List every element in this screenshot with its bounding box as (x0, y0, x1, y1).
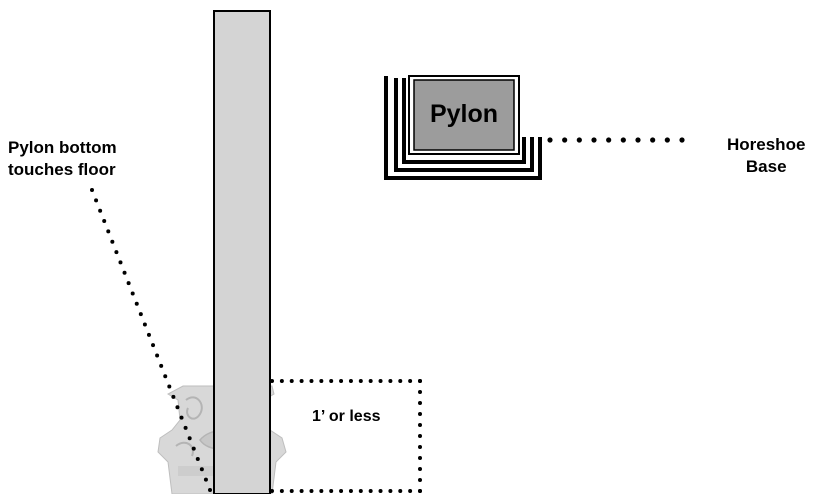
leader-dot (138, 312, 143, 317)
measure-box-dot (418, 390, 422, 394)
leader-dot (146, 332, 151, 337)
leader-dot (620, 137, 626, 143)
leader-dot (179, 415, 184, 420)
measure-box-dot (289, 379, 294, 383)
leader-dot (98, 208, 103, 213)
leader-dot (130, 291, 135, 296)
leader-dot (171, 394, 176, 399)
leader-dot (142, 322, 147, 327)
horseshoe-line2: Base (745, 157, 787, 176)
horseshoe-base-label: Horeshoe Base (727, 134, 805, 178)
horseshoe-base-icon (384, 75, 542, 180)
measure-box-dot (418, 434, 422, 438)
measure-box-dot (309, 489, 314, 493)
leader-dot (650, 137, 656, 143)
measure-box-dot (358, 379, 363, 383)
leader-dot (106, 229, 111, 234)
measure-box-dot (378, 379, 383, 383)
measure-box-dot (279, 489, 284, 493)
height-note-label: 1’ or less (312, 408, 381, 425)
measure-box-dot (319, 489, 324, 493)
measure-box-dot (319, 379, 324, 383)
measure-box-dot (299, 379, 304, 383)
leader-dot (134, 301, 139, 306)
measure-box-dot (329, 379, 334, 383)
leader-dot (191, 446, 196, 451)
measure-box-dot (408, 379, 413, 383)
leader-dot (151, 343, 156, 348)
leader-dot (159, 363, 164, 368)
leader-dot (576, 137, 582, 143)
pylon-bottom-line1: Pylon bottom (8, 138, 117, 157)
leader-dot (118, 260, 123, 265)
measure-box-dot (279, 379, 284, 383)
measure-box-dot (388, 489, 393, 493)
measure-box-dot (368, 379, 373, 383)
leader-dot (183, 425, 188, 430)
leader-dot (591, 137, 597, 143)
leader-dot (199, 467, 204, 472)
measure-box-dot (309, 379, 314, 383)
pylon-column (213, 10, 271, 494)
leader-dot (208, 488, 212, 492)
measure-box-dot (270, 379, 274, 383)
leader-dot (110, 239, 115, 244)
measure-box-dot (418, 478, 422, 482)
height-measure-box (270, 379, 422, 493)
measure-box-dot (348, 489, 353, 493)
measure-box-dot (418, 401, 422, 405)
measure-box-dot (418, 489, 422, 493)
measure-box-dot (368, 489, 373, 493)
measure-box-dot (388, 379, 393, 383)
leader-dot (167, 384, 172, 389)
leader-dot (635, 137, 641, 143)
measure-box-dot (418, 445, 422, 449)
measure-box-dot (339, 379, 344, 383)
measure-box-dot (398, 379, 403, 383)
measure-box-dot (289, 489, 294, 493)
leader-dot (547, 137, 553, 143)
measure-box-dot (398, 489, 403, 493)
leader-dot (195, 456, 200, 461)
leader-dot (155, 353, 160, 358)
measure-box-dot (408, 489, 413, 493)
leader-lines (90, 137, 685, 492)
measure-box-dot (329, 489, 334, 493)
leader-dot (94, 198, 99, 203)
leader-dot (175, 405, 180, 410)
pylon-bottom-line2: touches floor (8, 160, 116, 179)
pylon-box-label: Pylon (429, 99, 499, 128)
leader-dot (90, 188, 94, 192)
measure-box-dot (348, 379, 353, 383)
measure-box-dot (358, 489, 363, 493)
leader-dot (679, 137, 685, 143)
measure-box-dot (299, 489, 304, 493)
leader-dot (203, 477, 208, 482)
measure-box-dot (418, 412, 422, 416)
horseshoe-line1: Horeshoe (727, 135, 806, 154)
leader-dot (562, 137, 568, 143)
measure-box-dot (270, 489, 274, 493)
measure-box-dot (418, 456, 422, 460)
measure-box-dot (339, 489, 344, 493)
leader-dot (163, 374, 168, 379)
leader-dot (114, 250, 119, 255)
leader-dot (606, 137, 612, 143)
measure-box-dot (418, 379, 422, 383)
leader-dot (122, 270, 127, 275)
measure-box-dot (378, 489, 383, 493)
pylon-bottom-label: Pylon bottom touches floor (8, 137, 117, 181)
leader-dot (126, 281, 131, 286)
leader-dot (102, 219, 107, 224)
leader-dot (187, 436, 192, 441)
measure-box-dot (418, 467, 422, 471)
leader-dot (664, 137, 670, 143)
measure-box-dot (418, 423, 422, 427)
